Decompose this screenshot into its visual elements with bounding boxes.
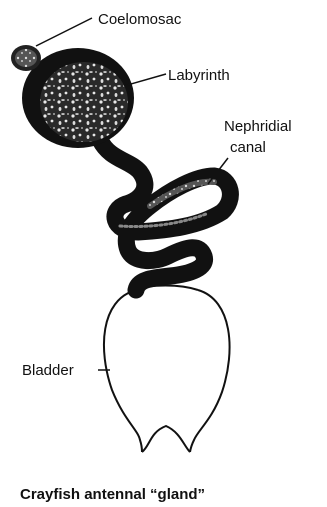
labyrinth-leader-line [124, 74, 166, 86]
label-labyrinth: Labyrinth [168, 67, 230, 84]
label-nephridial: Nephridial [224, 118, 292, 135]
label-bladder: Bladder [22, 362, 74, 379]
diagram-caption: Crayfish antennal “gland” [20, 486, 205, 503]
coelomosac-leader-line [36, 18, 92, 46]
bladder-shape [104, 286, 230, 453]
coelomosac-shape [11, 45, 41, 71]
nephridial-canal-shape [100, 140, 230, 290]
label-coelomosac: Coelomosac [98, 11, 182, 28]
label-canal: canal [230, 139, 266, 156]
